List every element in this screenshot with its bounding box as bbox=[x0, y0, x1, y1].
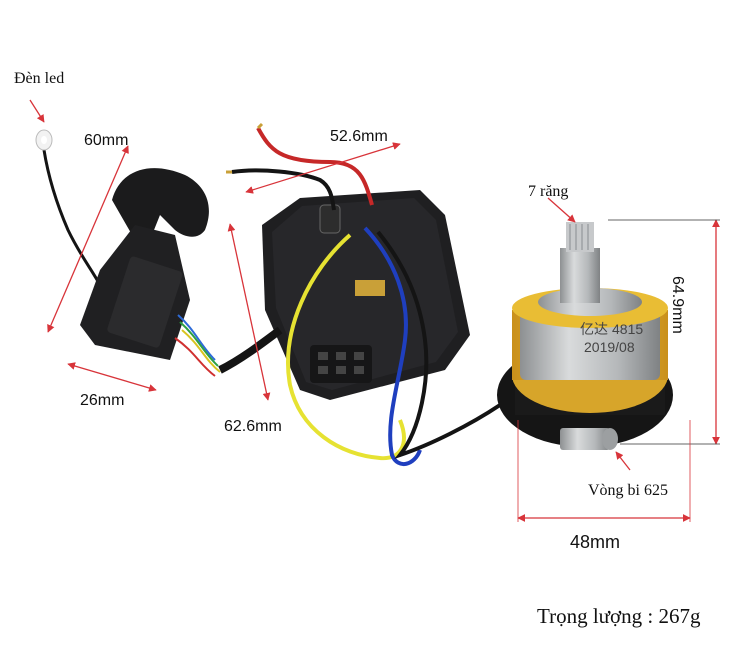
dimension-line-26mm bbox=[67, 362, 157, 392]
teeth-label: 7 răng bbox=[528, 183, 569, 200]
controller-board bbox=[262, 190, 470, 400]
motor-model-text: 4815 bbox=[612, 321, 643, 337]
dimension-label-52-6mm: 52.6mm bbox=[330, 128, 388, 145]
led-label: Đèn led bbox=[14, 70, 65, 87]
dimension-label-60mm: 60mm bbox=[84, 132, 129, 149]
motor-brand-text: 亿达 bbox=[580, 321, 608, 337]
teeth-pointer-arrow bbox=[547, 197, 576, 223]
motor-date-text: 2019/08 bbox=[584, 339, 635, 355]
dimension-line-62-6mm bbox=[227, 223, 271, 401]
dimension-label-64-9mm: 64.9mm bbox=[669, 276, 686, 334]
dimension-line-60mm bbox=[47, 145, 129, 333]
motor-wires bbox=[218, 226, 502, 466]
brushless-motor: 亿达 4815 2019/08 bbox=[497, 222, 673, 450]
led-light bbox=[35, 129, 102, 286]
dimension-lines bbox=[29, 99, 720, 522]
led-pointer-arrow bbox=[29, 99, 45, 123]
bearing-label: Vòng bi 625 bbox=[588, 482, 668, 499]
dimension-line-52-6mm bbox=[245, 142, 401, 194]
dimension-label-26mm: 26mm bbox=[80, 392, 125, 409]
bearing-pointer-arrow bbox=[615, 451, 631, 471]
dimension-label-48mm: 48mm bbox=[570, 532, 621, 552]
weight-label: Trọng lượng : 267g bbox=[537, 604, 701, 628]
trigger-switch bbox=[80, 168, 221, 377]
dimension-label-62-6mm: 62.6mm bbox=[224, 418, 282, 435]
